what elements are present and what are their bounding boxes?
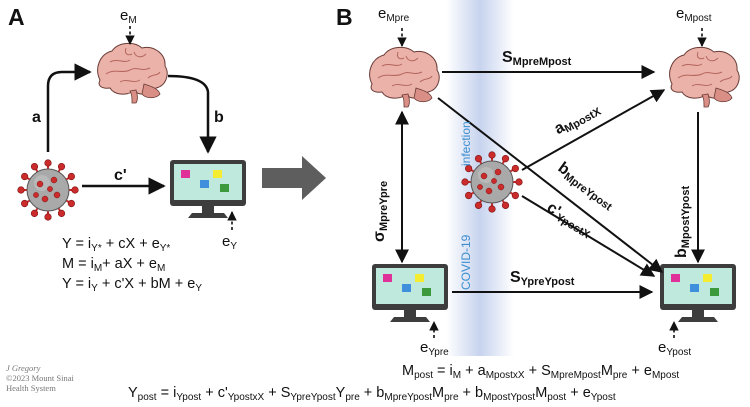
virus-exposure-icon [16,158,80,222]
c-ypost-x-arrow [521,195,656,277]
panel-a-letter: A [8,4,25,30]
error-ypre-label: eYpre [420,339,449,358]
sigma-mpre-ypre-label: σMpreYpre [371,180,390,242]
credit-block: J Gregory ©2023 Mount Sinai Health Syste… [6,363,74,393]
s-mpre-mpost-label: SMpreMpost [502,49,572,68]
error-m-label: eM [120,7,137,26]
path-b-label: b [214,109,224,126]
a-mpost-x-arrow [521,89,666,171]
equation-y-total: Y = iY* + cX + eY* [62,236,171,254]
credit-line-1: ©2023 Mount Sinai [6,372,74,383]
error-ypost-label: eYpost [658,339,692,358]
error-mpost-label: eMpost [676,5,712,24]
monitor-ypre-icon [372,264,448,322]
transition-arrow [262,156,326,200]
equation-ypost: Ypost = iYpost + c'YpostxX + SYpreYpostY… [128,385,616,403]
brain-mpost-icon [669,46,740,108]
path-b-arrow [167,74,217,154]
monitor-ypost-icon [660,264,736,322]
path-a-arrow [46,63,92,152]
panel-b-letter: B [336,4,353,30]
infection-band-label: infection [459,121,473,166]
credit-signature: J Gregory [6,363,41,373]
error-mpre-label: eMpre [378,5,410,24]
b-mpre-ypost-arrow [437,97,664,273]
equation-y-direct: Y = iY + c'X + bM + eY [62,276,202,294]
equation-mpost: Mpost = iM + aMpostxX + SMpreMpostMpre +… [402,363,680,381]
brain-mpre-icon [369,46,440,108]
monitor-outcome-icon [170,160,246,218]
path-a-label: a [32,109,41,126]
path-c-prime-label: c' [114,167,127,184]
error-y-label: eY [222,233,238,252]
credit-line-2: Health System [6,382,56,393]
covid-band-label: COVID-19 [459,234,473,290]
equation-m: M = iM+ aX + eM [62,256,166,274]
s-ypre-ypost-label: SYpreYpost [510,269,575,288]
brain-mediator-icon [97,42,168,104]
b-mpost-ypost-label: bMpostYpost [673,185,692,258]
